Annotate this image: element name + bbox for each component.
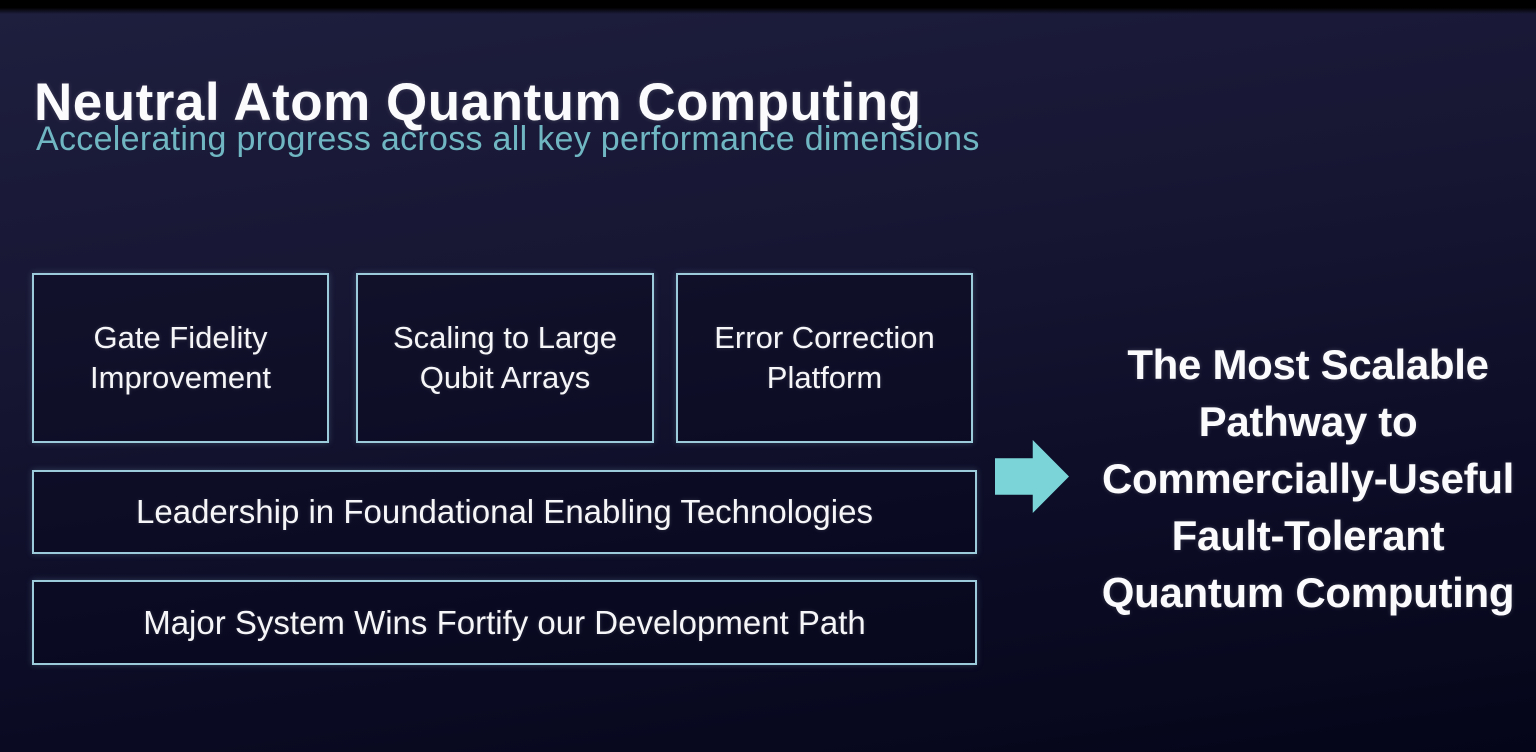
pillar-label-line: Gate Fidelity xyxy=(93,320,268,355)
slide-title: Neutral Atom Quantum Computing xyxy=(34,72,922,132)
slide-subtitle: Accelerating progress across all key per… xyxy=(36,120,980,158)
conclusion-line: The Most Scalable xyxy=(1127,341,1489,388)
bar-label: Leadership in Foundational Enabling Tech… xyxy=(136,493,873,530)
pillar-label: Error Correction Platform xyxy=(714,318,935,398)
conclusion-line: Quantum Computing xyxy=(1101,569,1515,616)
right-block-arrow-icon xyxy=(995,440,1069,513)
pillar-label-line: Scaling to Large xyxy=(392,320,618,355)
pillar-label: Scaling to Large Qubit Arrays xyxy=(393,318,617,398)
conclusion-line: Pathway to xyxy=(1198,398,1418,445)
bar-box-enabling-technologies: Leadership in Foundational Enabling Tech… xyxy=(32,470,977,554)
pillar-box-gate-fidelity: Gate Fidelity Improvement xyxy=(32,273,329,443)
conclusion-line: Fault-Tolerant xyxy=(1171,512,1445,559)
pillar-label-line: Qubit Arrays xyxy=(419,360,591,395)
pillar-label-line: Error Correction xyxy=(714,320,935,355)
pillar-label-line: Improvement xyxy=(90,360,271,395)
conclusion-text: The Most Scalable Pathway to Commerciall… xyxy=(1080,336,1536,621)
conclusion-line: Commercially-Useful xyxy=(1101,455,1515,502)
pillar-box-error-correction: Error Correction Platform xyxy=(676,273,973,443)
bar-box-system-wins: Major System Wins Fortify our Developmen… xyxy=(32,580,977,665)
pillar-box-scaling-qubit-arrays: Scaling to Large Qubit Arrays xyxy=(356,273,654,443)
pillar-label-line: Platform xyxy=(766,360,883,395)
pillar-label: Gate Fidelity Improvement xyxy=(90,318,271,398)
bar-label: Major System Wins Fortify our Developmen… xyxy=(143,603,866,641)
top-letterbox-bar xyxy=(0,0,1536,14)
